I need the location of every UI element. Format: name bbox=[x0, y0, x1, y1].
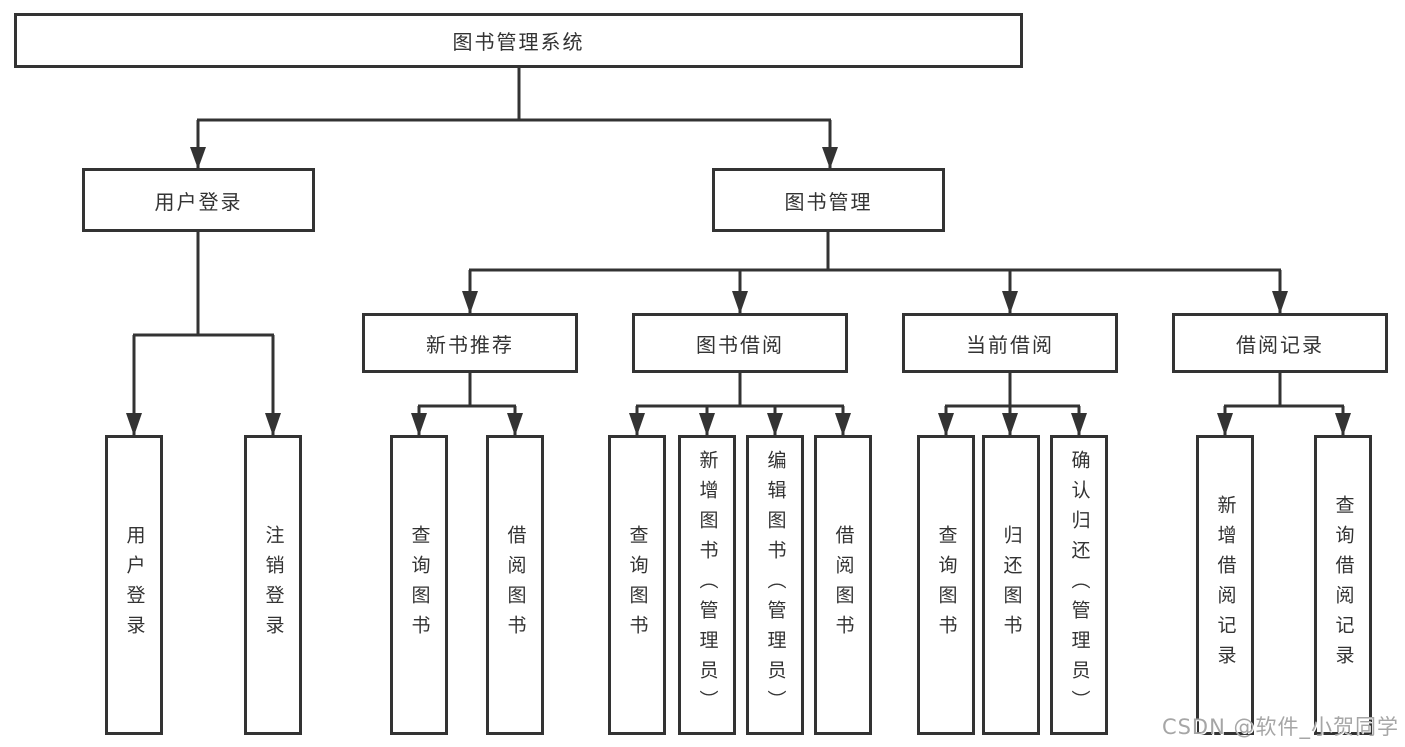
leaf-logout: 注销登录 bbox=[244, 435, 302, 735]
node-label: 查询图书 bbox=[408, 525, 431, 645]
leaf-borrow-books: 借阅图书 bbox=[814, 435, 872, 735]
leaf-user-login: 用户登录 bbox=[105, 435, 163, 735]
node-label: 图书借阅 bbox=[696, 332, 784, 357]
node-label: 查询图书 bbox=[935, 525, 958, 645]
node-book-management: 图书管理 bbox=[712, 168, 945, 232]
node-label: 用户登录 bbox=[154, 189, 243, 214]
node-label: 查询借阅记录 bbox=[1332, 495, 1355, 675]
node-label: 新书推荐 bbox=[426, 332, 514, 357]
node-label: 当前借阅 bbox=[966, 332, 1054, 357]
leaf-add-book-admin: 新增图书（管理员） bbox=[678, 435, 736, 735]
node-label: 查询图书 bbox=[626, 525, 649, 645]
node-label: 图书管理 bbox=[784, 189, 873, 214]
csdn-watermark: CSDN @软件_小贺同学 bbox=[1161, 715, 1399, 739]
node-label: 编辑图书（管理员） bbox=[764, 450, 787, 720]
leaf-confirm-return-admin: 确认归还（管理员） bbox=[1050, 435, 1108, 735]
leaf-query-books-current: 查询图书 bbox=[917, 435, 975, 735]
leaf-edit-book-admin: 编辑图书（管理员） bbox=[746, 435, 804, 735]
node-label: 借阅图书 bbox=[504, 525, 527, 645]
node-current-borrowing: 当前借阅 bbox=[902, 313, 1118, 373]
node-label: 用户登录 bbox=[123, 525, 146, 645]
node-book-borrowing: 图书借阅 bbox=[632, 313, 848, 373]
leaf-query-books-borrow: 查询图书 bbox=[608, 435, 666, 735]
leaf-borrow-books-recommend: 借阅图书 bbox=[486, 435, 544, 735]
leaf-return-book: 归还图书 bbox=[982, 435, 1040, 735]
leaf-query-borrow-record: 查询借阅记录 bbox=[1314, 435, 1372, 735]
node-label: 借阅记录 bbox=[1236, 332, 1324, 357]
node-label: 图书管理系统 bbox=[452, 30, 585, 54]
node-borrowing-records: 借阅记录 bbox=[1172, 313, 1388, 373]
node-label: 新增借阅记录 bbox=[1214, 495, 1237, 675]
node-library-management-system: 图书管理系统 bbox=[14, 13, 1023, 68]
leaf-query-books-recommend: 查询图书 bbox=[390, 435, 448, 735]
leaf-add-borrow-record: 新增借阅记录 bbox=[1196, 435, 1254, 735]
node-user-login: 用户登录 bbox=[82, 168, 315, 232]
node-label: 归还图书 bbox=[1000, 525, 1023, 645]
node-label: 借阅图书 bbox=[832, 525, 855, 645]
node-label: 确认归还（管理员） bbox=[1068, 450, 1091, 720]
node-label: 新增图书（管理员） bbox=[696, 450, 719, 720]
node-new-book-recommendation: 新书推荐 bbox=[362, 313, 578, 373]
node-label: 注销登录 bbox=[262, 525, 285, 645]
